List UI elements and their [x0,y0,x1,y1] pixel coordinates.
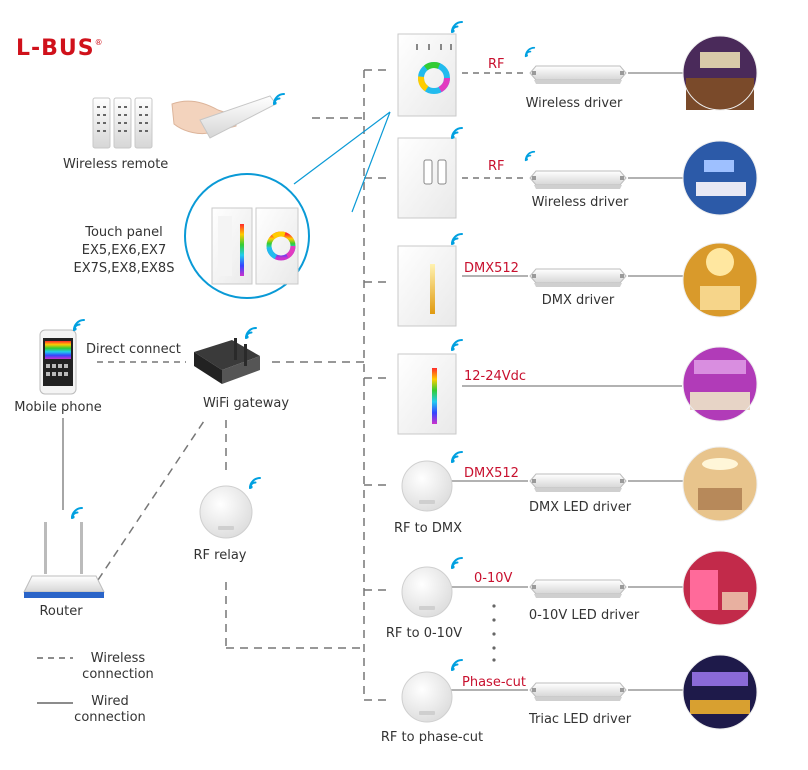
room-photo-5 [682,446,758,522]
device-label-rf-to-dmx: RF to DMX [394,521,462,536]
wireless-remote-icon [92,97,153,149]
device-label-rf-to-0-10v: RF to 0-10V [385,626,463,641]
wifi-gateway-icon [194,327,260,384]
touch-panel-rgb-icon [397,21,463,117]
rf-to-dmx-icon [401,451,463,512]
room-photo-3 [682,242,758,318]
touch-panel-label: Touch panel EX5,EX6,EX7 EX7S,EX8,EX8S [68,224,180,278]
dmx-driver-icon [529,268,627,288]
room-photo-2 [682,140,758,216]
link-label-row-5: DMX512 [464,466,519,481]
link-label-row-3: DMX512 [464,261,519,276]
mobile-phone-label: Mobile phone [14,400,102,415]
room-photo-4 [682,346,758,422]
touch-panel-models-2: EX7S,EX8,EX8S [73,261,175,276]
rf-relay-label: RF relay [193,548,247,563]
room-photo-6 [682,550,758,626]
brand-logo: L-BUS® [16,36,104,61]
wifi-gateway-label: WiFi gateway [202,396,290,411]
wireless-driver-1-icon [524,46,627,85]
dmx-led-driver-icon [529,473,627,493]
legend-lines [37,657,73,704]
link-label-row-1: RF [488,57,505,72]
room-photo-7 [682,654,758,730]
wireless-remote-label: Wireless remote [63,157,169,172]
touch-panel-dimmer-icon [397,127,463,219]
legend-wired-line1: Wired [91,694,129,709]
touch-panel-zoom [184,173,310,299]
driver-label-row-5: DMX LED driver [528,500,632,515]
router-icon [23,507,105,598]
device-label-rf-to-phase-cut: RF to phase-cut [380,730,484,745]
rf-to-phase-cut-icon [401,659,463,723]
rf-relay-icon [199,477,261,539]
touch-panel-color-icon [397,339,463,435]
connection-lines [62,69,686,701]
more-devices-dots [492,604,496,662]
rf-to-0-10v-icon [401,557,463,618]
wireless-driver-2-icon [524,150,627,190]
driver-label-row-1: Wireless driver [525,96,623,111]
driver-label-row-7: Triac LED driver [528,712,632,727]
legend-wireless-line1: Wireless [90,651,146,666]
hand-with-remote-icon [171,93,285,139]
link-label-row-4: 12-24Vdc [464,369,527,384]
mobile-phone-icon [39,319,85,395]
legend-wired-line2: connection [74,710,146,725]
room-photo-1 [682,35,758,111]
router-label: Router [39,604,83,619]
touch-panel-single-color-icon [397,233,463,327]
triac-led-driver-icon [529,682,627,702]
link-label-row-6: 0-10V [474,571,513,586]
driver-label-row-3: DMX driver [541,293,615,308]
link-label-row-7: Phase-cut [462,675,526,690]
touch-panel-models-1: EX5,EX6,EX7 [81,243,167,258]
legend-wireless: Wireless connection [70,650,166,684]
direct-connect-label: Direct connect [86,342,181,357]
driver-label-row-2: Wireless driver [531,195,629,210]
driver-label-row-6: 0-10V LED driver [528,608,640,623]
legend-wired: Wired connection [62,693,158,727]
0-10v-led-driver-icon [529,579,627,599]
link-label-row-2: RF [488,159,505,174]
touch-panel-title: Touch panel [85,225,163,240]
legend-wireless-line2: connection [82,667,154,682]
